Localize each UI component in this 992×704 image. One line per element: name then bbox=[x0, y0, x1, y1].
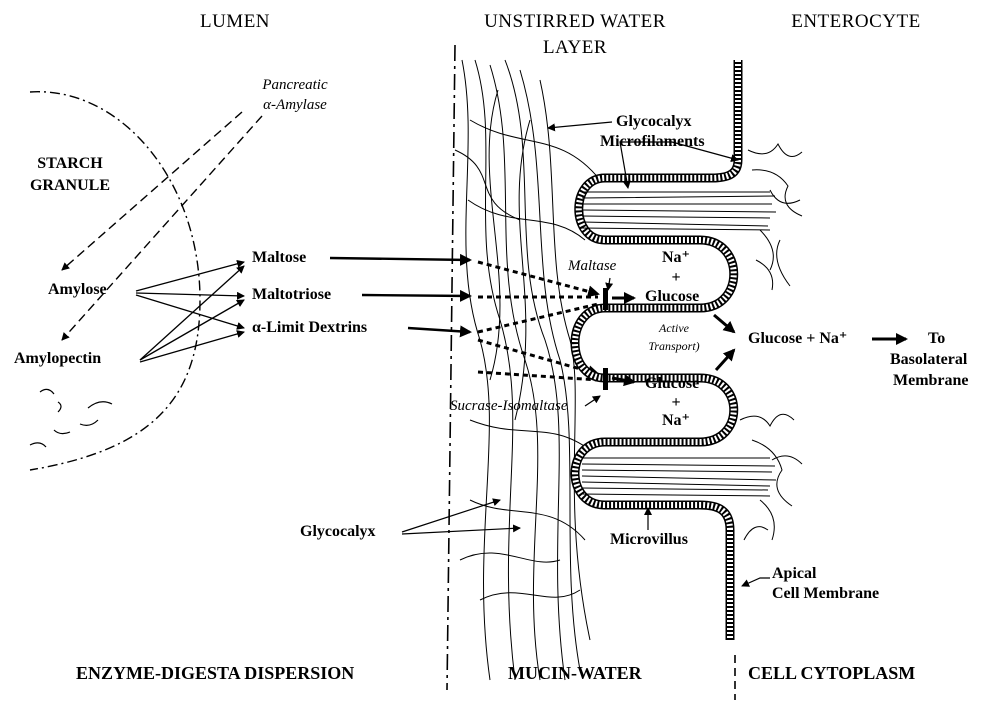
to-label: To bbox=[928, 331, 945, 347]
glycocalyx-bottom-label: Glycocalyx bbox=[300, 524, 376, 540]
microvillus-label: Microvillus bbox=[610, 532, 688, 548]
granule-label: GRANULE bbox=[10, 178, 130, 194]
plus-bottom-label: + bbox=[656, 395, 696, 411]
microfilaments-label: Microfilaments bbox=[600, 134, 705, 150]
hydrolysis-arrows bbox=[136, 262, 244, 362]
basolateral-label: Basolateral bbox=[890, 352, 967, 368]
maltotriose-label: Maltotriose bbox=[252, 287, 331, 303]
mucin-water-footer: MUCIN-WATER bbox=[508, 664, 642, 682]
lumen-header: LUMEN bbox=[175, 12, 295, 31]
amylase-label: α-Amylase bbox=[240, 98, 350, 113]
transport-label: Transport) bbox=[634, 340, 714, 352]
maltase-label: Maltase bbox=[568, 259, 616, 274]
mucin-fibres bbox=[455, 60, 600, 680]
plus-top-label: + bbox=[656, 270, 696, 286]
starch-label: STARCH bbox=[10, 156, 130, 172]
starch-granule-fragments bbox=[30, 389, 112, 447]
cell-membrane-label: Cell Membrane bbox=[772, 586, 879, 602]
enterocyte-header: ENTEROCYTE bbox=[776, 12, 936, 31]
maltose-label: Maltose bbox=[252, 250, 306, 266]
unstirred-water-header-line2: LAYER bbox=[470, 38, 680, 57]
apical-label: Apical bbox=[772, 566, 816, 582]
pancreatic-label: Pancreatic bbox=[240, 78, 350, 93]
lumen-boundary-line bbox=[447, 45, 455, 690]
glycocalyx-top-label: Glycocalyx bbox=[616, 114, 692, 130]
amylose-label: Amylose bbox=[48, 282, 107, 298]
amylopectin-label: Amylopectin bbox=[14, 351, 101, 367]
glucose-na-label: Glucose + Na⁺ bbox=[748, 331, 847, 347]
glucose-top-label: Glucose bbox=[645, 289, 699, 305]
na-top-label: Na⁺ bbox=[656, 250, 696, 266]
unstirred-water-header-line1: UNSTIRRED WATER bbox=[470, 12, 680, 31]
membrane-label: Membrane bbox=[893, 373, 969, 389]
glucose-bottom-label: Glucose bbox=[645, 376, 699, 392]
enzyme-markers bbox=[603, 288, 608, 390]
sucrase-isomaltase-label: Sucrase-Isomaltase bbox=[450, 399, 567, 414]
active-label: Active bbox=[634, 322, 714, 334]
limit-dextrins-label: α-Limit Dextrins bbox=[252, 320, 367, 336]
cell-cytoplasm-footer: CELL CYTOPLASM bbox=[748, 664, 915, 682]
na-bottom-label: Na⁺ bbox=[656, 413, 696, 429]
dispersion-footer: ENZYME-DIGESTA DISPERSION bbox=[76, 664, 354, 682]
